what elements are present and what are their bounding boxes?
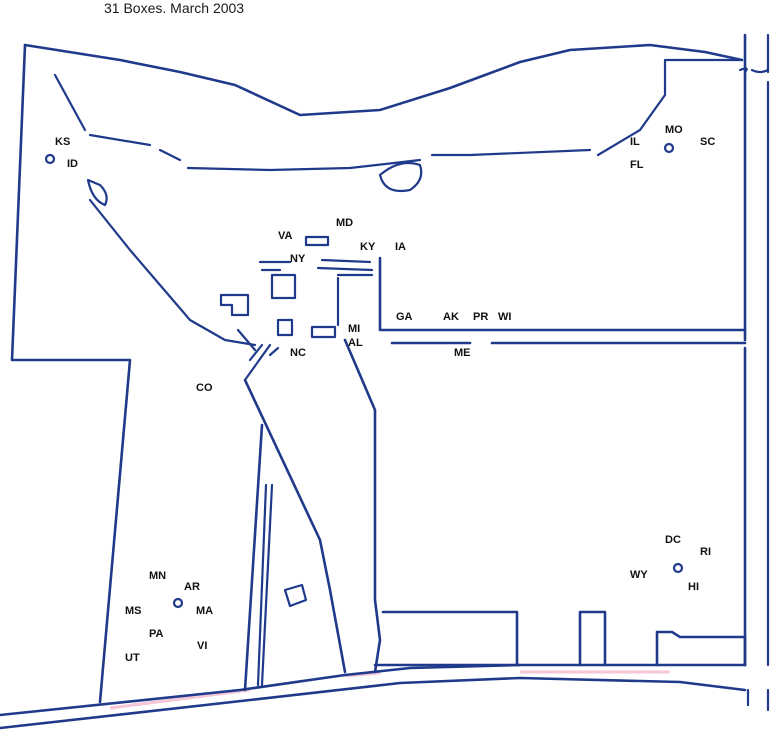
- label-ia: IA: [395, 241, 406, 253]
- label-wi: WI: [498, 311, 511, 323]
- pond-oval-top: [378, 161, 423, 193]
- building-3: [219, 293, 250, 317]
- label-hi: HI: [688, 581, 699, 593]
- box-marker-ar: [172, 597, 184, 609]
- label-ky: KY: [360, 241, 376, 253]
- label-wy: WY: [630, 569, 648, 581]
- building-5: [310, 325, 337, 339]
- building-6: [283, 583, 308, 608]
- bottom-building-right: [655, 630, 747, 667]
- label-ak: AK: [443, 311, 459, 323]
- box-marker-dc: [672, 562, 684, 574]
- label-va: VA: [278, 230, 293, 242]
- map-title: 31 Boxes. March 2003: [104, 0, 245, 16]
- label-pr: PR: [473, 311, 488, 323]
- label-vi: VI: [197, 640, 207, 652]
- label-ma: MA: [196, 605, 213, 617]
- road-ky-1: [316, 258, 374, 272]
- label-mi: MI: [348, 323, 360, 335]
- building-ny-1: [258, 260, 292, 272]
- pond-oval-left: [86, 178, 108, 207]
- label-ga: GA: [396, 311, 413, 323]
- label-mo: MO: [665, 124, 683, 136]
- box-marker-mo: [663, 142, 675, 154]
- label-ar: AR: [184, 581, 200, 593]
- road-ky-inner: [336, 273, 374, 327]
- strip-left-outer: [243, 423, 264, 692]
- road-ky-vertical: [378, 256, 747, 332]
- label-mn: MN: [149, 570, 166, 582]
- label-al: AL: [348, 337, 363, 349]
- label-md: MD: [336, 217, 353, 229]
- building-ny-2: [270, 273, 297, 300]
- label-dc: DC: [665, 534, 681, 546]
- label-ut: UT: [125, 652, 140, 664]
- label-ms: MS: [125, 605, 142, 617]
- label-il: IL: [630, 136, 640, 148]
- label-ri: RI: [700, 546, 711, 558]
- bottom-road-lower: [0, 676, 747, 730]
- label-ny: NY: [290, 253, 306, 265]
- label-nc: NC: [290, 347, 306, 359]
- bottom-building-mid: [578, 610, 607, 667]
- inner-boundary-top: [53, 58, 742, 172]
- central-corridor-right: [343, 338, 382, 674]
- label-ks: KS: [55, 136, 70, 148]
- right-road-edge: [746, 33, 770, 712]
- outer-boundary-top: [23, 43, 744, 117]
- bottom-road-upper: [0, 663, 522, 717]
- building-4: [276, 318, 294, 337]
- path-nc: [236, 328, 280, 382]
- strip-left-inner: [256, 483, 274, 687]
- building-va: [304, 235, 330, 247]
- label-sc: SC: [700, 136, 715, 148]
- label-fl: FL: [630, 159, 644, 171]
- central-corridor-left: [243, 378, 347, 674]
- right-road-notch: [738, 67, 770, 74]
- label-pa: PA: [149, 628, 164, 640]
- box-marker-ks: [44, 153, 56, 165]
- label-co: CO: [196, 382, 213, 394]
- label-me: ME: [454, 347, 471, 359]
- trail-left-diagonal: [88, 198, 257, 347]
- bottom-building-left: [381, 610, 519, 667]
- road-strip: [109, 670, 670, 710]
- outer-boundary-left: [10, 43, 132, 704]
- label-id: ID: [67, 158, 78, 170]
